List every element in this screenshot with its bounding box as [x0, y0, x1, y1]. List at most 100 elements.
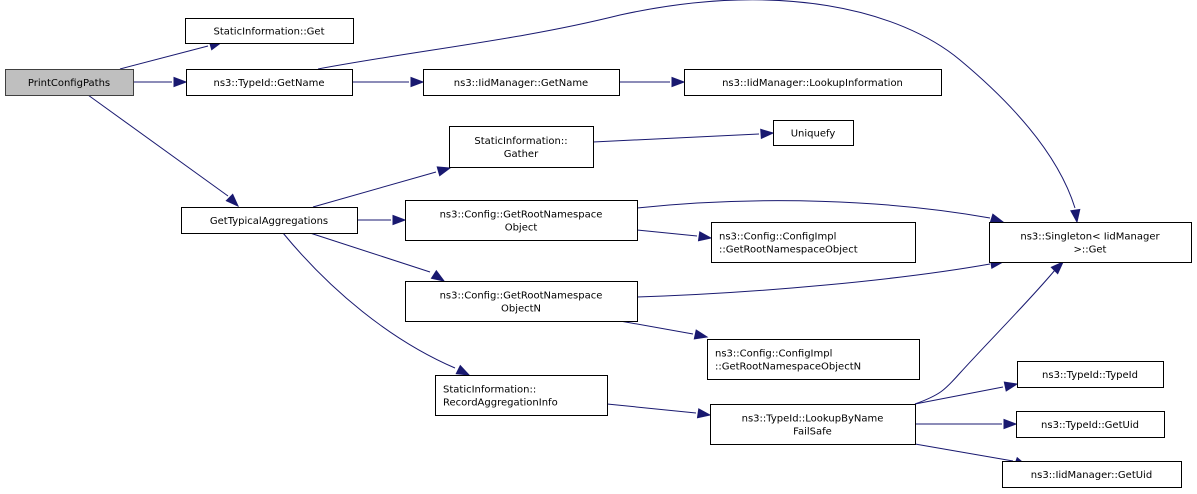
edge-grnon-to-implgrnon	[619, 320, 709, 340]
edge-line	[119, 45, 209, 70]
arrowhead-icon	[697, 231, 713, 242]
node-tidgetuid[interactable]: ns3::TypeId::GetUid	[1016, 411, 1165, 438]
arrowhead-icon	[989, 213, 1005, 224]
node-label: ns3::TypeId::LookupByName	[742, 414, 884, 425]
arrowhead-icon	[436, 166, 452, 177]
edge-print-to-gettypical	[87, 94, 240, 208]
edge-gettypical-to-grnon	[309, 232, 446, 282]
node-label: ns3::IidManager::LookupInformation	[722, 78, 903, 89]
edge-grno-to-singleton	[636, 200, 1005, 224]
arrowhead-icon	[225, 193, 240, 208]
node-label: FailSafe	[793, 427, 832, 438]
node-box	[711, 222, 916, 263]
edges-layer	[87, 0, 1081, 467]
edge-recordagg-to-lookupbyname	[606, 403, 712, 419]
node-iidgetname[interactable]: ns3::IidManager::GetName	[423, 69, 620, 96]
node-label: ns3::Config::GetRootNamespace	[440, 291, 603, 302]
edge-grno-to-implgrno	[636, 229, 713, 242]
node-label: GetTypicalAggregations	[210, 216, 328, 227]
node-siget[interactable]: StaticInformation::Get	[185, 18, 354, 44]
node-label: Uniquefy	[791, 129, 836, 140]
arrowhead-icon	[430, 269, 446, 282]
node-print: PrintConfigPaths	[5, 69, 134, 96]
nodes-layer: PrintConfigPaths StaticInformation::Getns…	[5, 18, 1192, 488]
node-iidgetuid[interactable]: ns3::IidManager::GetUid	[1002, 461, 1182, 488]
node-tidgetname[interactable]: ns3::TypeId::GetName	[186, 69, 353, 96]
node-grno[interactable]: ns3::Config::GetRootNamespaceObject	[405, 200, 638, 241]
arrowhead-icon	[1003, 381, 1019, 392]
node-label: ns3::TypeId::TypeId	[1042, 370, 1138, 381]
node-box	[710, 404, 916, 445]
edge-line	[309, 232, 431, 273]
arrowhead-icon	[1050, 260, 1065, 275]
node-box	[185, 18, 354, 44]
node-label: ::GetRootNamespaceObjectN	[715, 362, 861, 373]
node-box	[181, 207, 358, 234]
node-box	[186, 69, 353, 96]
node-uniquefy[interactable]: Uniquefy	[773, 120, 854, 146]
node-box	[449, 126, 594, 168]
edge-line	[636, 200, 991, 219]
node-label: Gather	[504, 149, 539, 160]
node-box	[707, 339, 920, 380]
edge-gather-to-uniquefy	[592, 128, 775, 143]
edge-iidgetname-to-lookupinfo	[619, 76, 686, 88]
node-label: PrintConfigPaths	[28, 78, 110, 89]
node-box	[1016, 411, 1165, 438]
edge-lookupbyname-to-typeidctor	[914, 381, 1019, 405]
arrowhead-icon	[392, 214, 407, 226]
edge-line	[619, 320, 694, 335]
edge-lookupbyname-to-tidgetuid	[915, 418, 1018, 430]
edge-line	[914, 386, 1004, 405]
node-label: StaticInformation::	[443, 385, 536, 396]
node-typeidctor[interactable]: ns3::TypeId::TypeId	[1017, 361, 1164, 388]
arrowhead-icon	[455, 364, 471, 376]
node-label: ns3::IidManager::GetUid	[1031, 470, 1152, 481]
node-label: ::GetRootNamespaceObject	[719, 245, 858, 256]
node-implgrnon[interactable]: ns3::Config::ConfigImpl::GetRootNamespac…	[707, 339, 920, 380]
arrowhead-icon	[696, 408, 712, 419]
node-box	[423, 69, 620, 96]
node-recordagg[interactable]: StaticInformation::RecordAggregationInfo	[435, 375, 608, 416]
arrowhead-icon	[173, 76, 188, 88]
edge-grnon-to-singleton	[636, 258, 1005, 298]
node-label: ns3::TypeId::GetName	[214, 78, 325, 89]
arrowhead-icon	[671, 76, 686, 88]
node-box	[989, 222, 1192, 263]
node-gather[interactable]: StaticInformation::Gather	[449, 126, 594, 168]
node-gettypical[interactable]: GetTypicalAggregations	[181, 207, 358, 234]
node-box	[1002, 461, 1182, 488]
edge-tidgetname-to-iidgetname	[352, 76, 425, 88]
node-label: ns3::IidManager::GetName	[454, 78, 588, 89]
node-box	[5, 69, 134, 96]
node-label: RecordAggregationInfo	[443, 398, 558, 409]
node-box	[435, 375, 608, 416]
node-box	[405, 281, 638, 322]
edge-line	[914, 443, 1014, 462]
arrowhead-icon	[1003, 418, 1018, 430]
edge-line	[317, 0, 1076, 209]
edge-line	[914, 269, 1056, 405]
node-box	[1017, 361, 1164, 388]
edge-line	[592, 133, 760, 143]
node-singleton[interactable]: ns3::Singleton< IidManager>::Get	[989, 222, 1192, 263]
node-label: ns3::Config::ConfigImpl	[719, 232, 836, 243]
node-implgrno[interactable]: ns3::Config::ConfigImpl::GetRootNamespac…	[711, 222, 916, 263]
edge-line	[636, 229, 698, 237]
arrowhead-icon	[410, 76, 425, 88]
node-grnon[interactable]: ns3::Config::GetRootNamespaceObjectN	[405, 281, 638, 322]
node-box	[773, 120, 854, 146]
edge-gettypical-to-recordagg	[282, 232, 471, 376]
node-box	[405, 200, 638, 241]
edge-gettypical-to-gather	[312, 166, 452, 208]
edge-print-to-tidgetname	[133, 76, 188, 88]
node-lookupinfo[interactable]: ns3::IidManager::LookupInformation	[684, 69, 942, 96]
node-label: ns3::TypeId::GetUid	[1041, 420, 1139, 431]
node-label: StaticInformation::Get	[213, 27, 324, 38]
node-label: ObjectN	[501, 304, 541, 315]
edge-print-to-siget	[119, 40, 224, 70]
node-label: StaticInformation::	[474, 136, 567, 147]
edge-gettypical-to-grno	[357, 214, 407, 226]
